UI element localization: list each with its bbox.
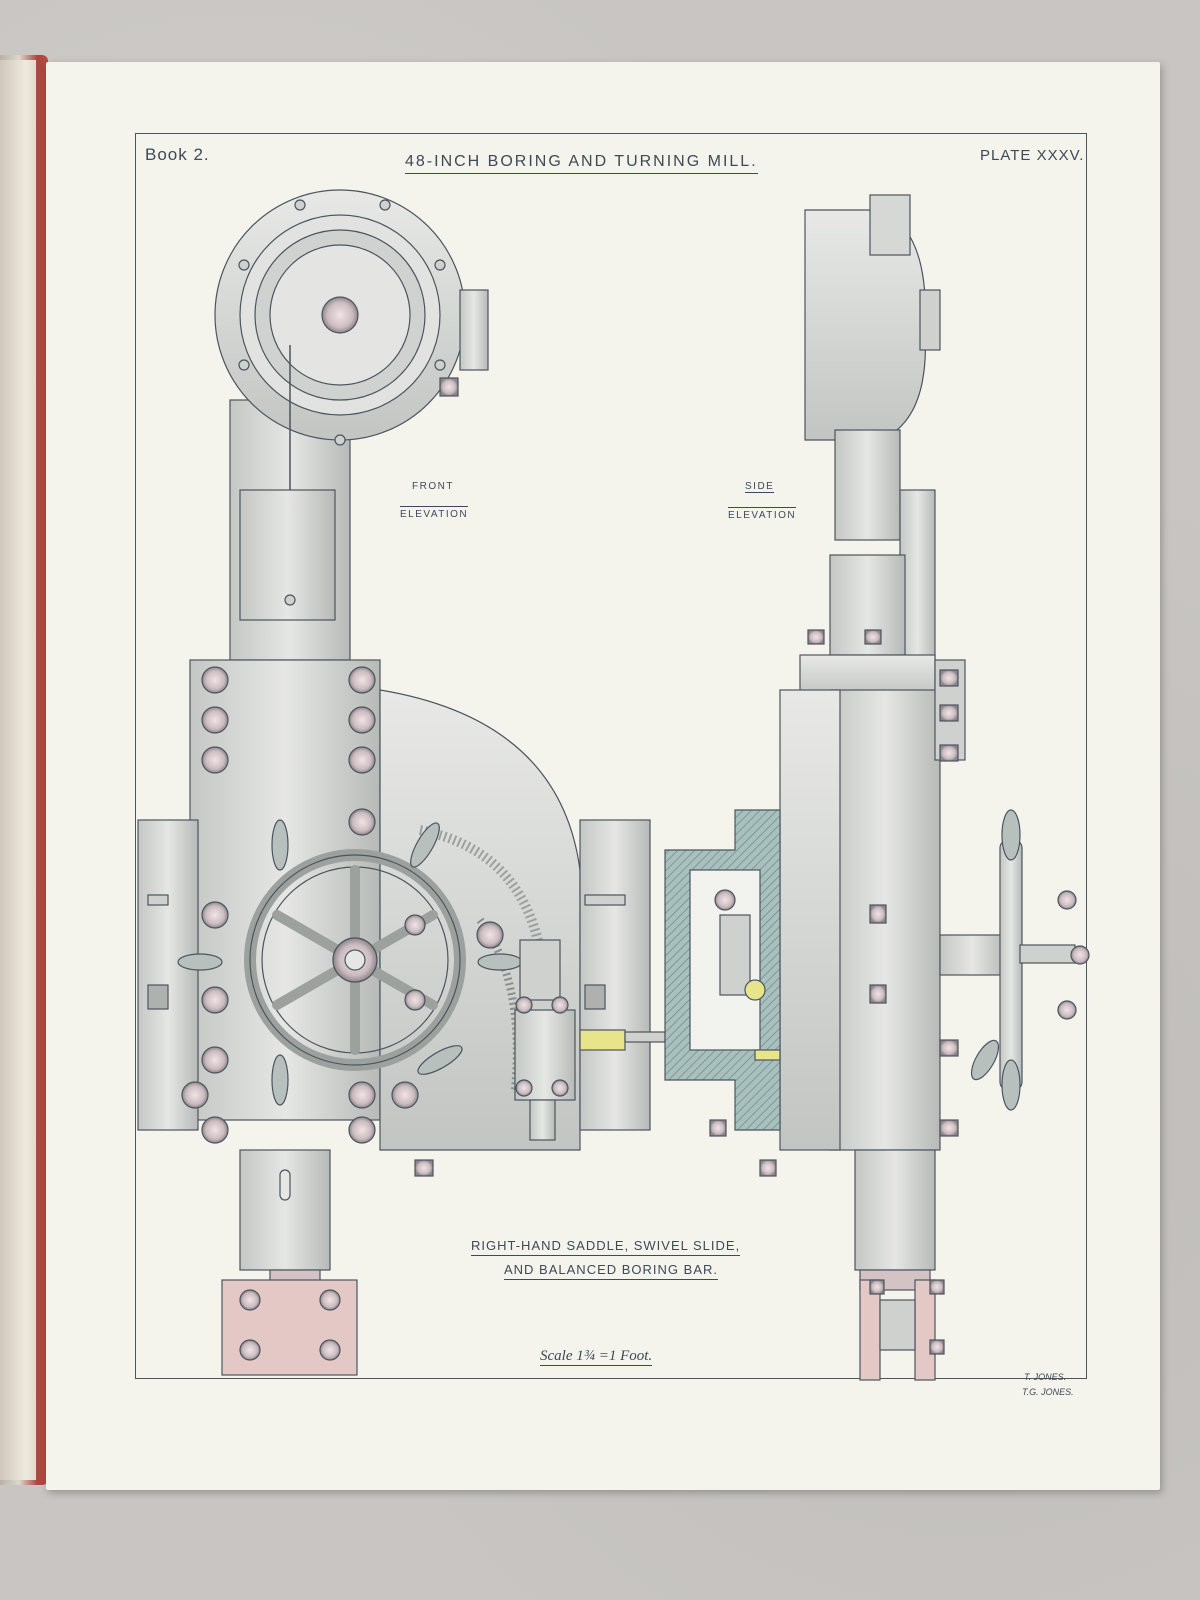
front-worm — [519, 939, 561, 1001]
draftsman-signature-2: T.G. JONES. — [1022, 1387, 1074, 1397]
side-handwheel — [999, 839, 1023, 1091]
scale-note: Scale 1¾ =1 Foot. — [540, 1348, 653, 1366]
front-elevation — [137, 189, 666, 1376]
side-rack-gear — [719, 914, 751, 996]
side-elevation-label-1: SIDE — [745, 481, 775, 493]
plate-number: PLATE XXXV. — [980, 147, 1085, 164]
side-tool-holder — [859, 1279, 881, 1381]
front-cross-rail-right — [579, 819, 651, 1131]
front-boring-bar — [239, 1149, 331, 1271]
side-elevation-label-2: ELEVATION — [728, 507, 797, 521]
side-elevation — [664, 194, 1090, 1381]
book-left-page-edge — [0, 60, 36, 1480]
front-elevation-label-2: ELEVATION — [400, 506, 469, 520]
side-boring-bar — [854, 1149, 936, 1271]
front-cross-rail-left — [137, 819, 199, 1131]
front-elevation-label-1: FRONT — [412, 481, 454, 492]
side-handwheel-shaft — [939, 934, 1006, 976]
plate-title: 48-INCH BORING AND TURNING MILL. — [405, 153, 758, 174]
front-pulley-hub-icon — [321, 296, 359, 334]
draftsman-signature-1: T. JONES. — [1024, 1372, 1067, 1382]
caption-line-2: AND BALANCED BORING BAR. — [504, 1262, 718, 1280]
front-brass-nut — [579, 1029, 626, 1051]
plate-border — [135, 133, 1087, 1379]
caption-line-1: RIGHT-HAND SADDLE, SWIVEL SLIDE, — [471, 1238, 741, 1256]
book-number: Book 2. — [145, 145, 210, 164]
